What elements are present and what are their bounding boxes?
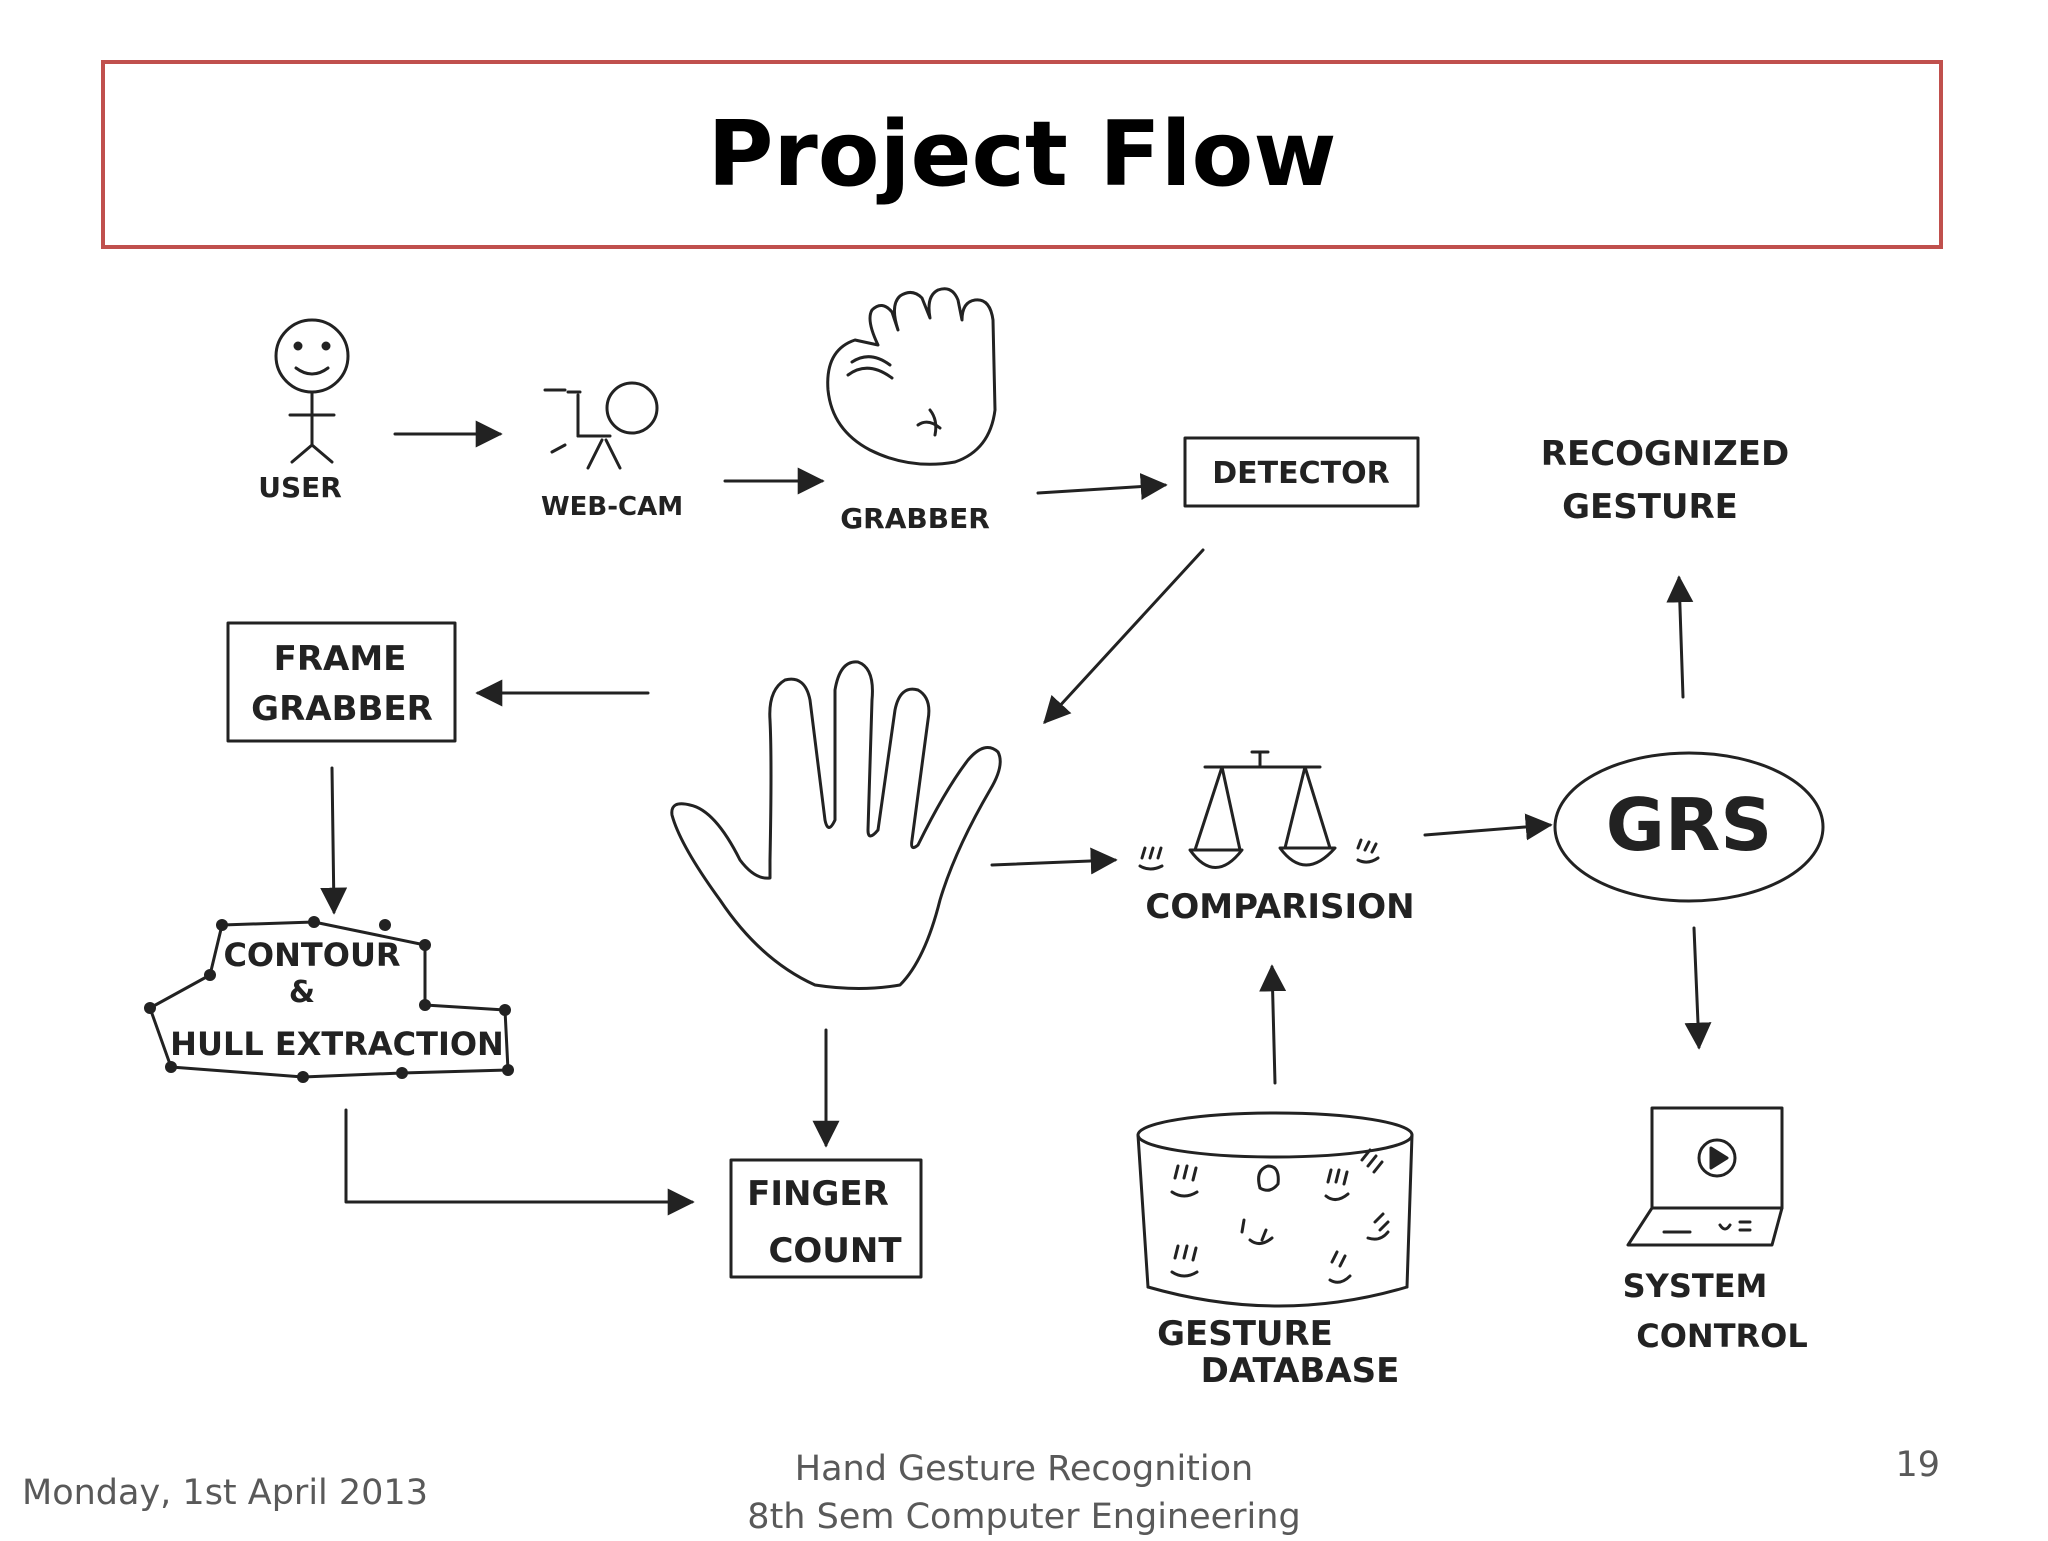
arrow-comparison-to-grs bbox=[1423, 813, 1553, 841]
recognized-gesture-label-2: GESTURE bbox=[1562, 487, 1738, 527]
database-cylinder-icon bbox=[1136, 1111, 1414, 1308]
grs-ellipse bbox=[1553, 751, 1825, 903]
gesture-database-label-1: GESTURE bbox=[1157, 1314, 1333, 1354]
system-control-label-2: CONTROL bbox=[1636, 1317, 1808, 1355]
footer-line-1: Hand Gesture Recognition bbox=[794, 1449, 1254, 1489]
finger-count-label-1: FINGER bbox=[747, 1174, 889, 1214]
comparison-label: COMPARISION bbox=[1145, 887, 1414, 927]
contour-label-2: HULL EXTRACTION bbox=[170, 1025, 504, 1063]
footer-date: Monday, 1st April 2013 bbox=[22, 1473, 428, 1513]
user-label: USER bbox=[258, 471, 342, 504]
arrow-frame-grabber-to-contour bbox=[320, 766, 348, 915]
arrow-hand-to-comparison bbox=[990, 847, 1118, 875]
frame-grabber-box bbox=[226, 621, 457, 743]
frame-grabber-label-1: FRAME bbox=[274, 639, 407, 679]
page-number: 19 bbox=[1895, 1445, 1940, 1485]
arrow-detector-to-hand bbox=[1043, 548, 1205, 724]
balance-scale-icon bbox=[1138, 750, 1380, 871]
title-box: Project Flow bbox=[101, 60, 1943, 249]
arrow-grabber-to-detector bbox=[1036, 473, 1168, 501]
arrow-contour-to-finger-count bbox=[344, 1108, 695, 1216]
stick-figure-icon bbox=[274, 318, 350, 464]
grs-label: GRS bbox=[1606, 783, 1772, 867]
footer-line-2: 8th Sem Computer Engineering bbox=[747, 1497, 1301, 1537]
contour-label-amp: & bbox=[289, 975, 315, 1010]
detector-label: DETECTOR bbox=[1212, 456, 1389, 491]
system-control-label-1: SYSTEM bbox=[1623, 1267, 1768, 1305]
arrow-grs-to-system-control bbox=[1684, 926, 1712, 1050]
finger-count-box bbox=[729, 1158, 923, 1279]
arrow-grs-to-recognized-gesture bbox=[1666, 575, 1694, 699]
webcam-icon bbox=[543, 381, 659, 470]
page-title: Project Flow bbox=[707, 102, 1337, 207]
laptop-play-icon bbox=[1626, 1106, 1784, 1247]
contour-hull-shape bbox=[144, 916, 514, 1083]
frame-grabber-label-2: GRABBER bbox=[251, 689, 433, 729]
grabber-label: GRABBER bbox=[840, 502, 990, 535]
finger-count-label-2: COUNT bbox=[768, 1231, 902, 1271]
recognized-gesture-label-1: RECOGNIZED bbox=[1541, 434, 1789, 474]
detector-box bbox=[1183, 436, 1420, 508]
webcam-label: WEB-CAM bbox=[541, 492, 683, 522]
footer-center: Hand Gesture Recognition 8th Sem Compute… bbox=[724, 1445, 1324, 1541]
contour-label-1: CONTOUR bbox=[223, 936, 400, 974]
gesture-database-label-2: DATABASE bbox=[1201, 1351, 1400, 1391]
open-hand-icon bbox=[670, 660, 1002, 990]
baseball-glove-icon bbox=[826, 287, 997, 466]
arrow-database-to-comparison bbox=[1259, 964, 1287, 1085]
